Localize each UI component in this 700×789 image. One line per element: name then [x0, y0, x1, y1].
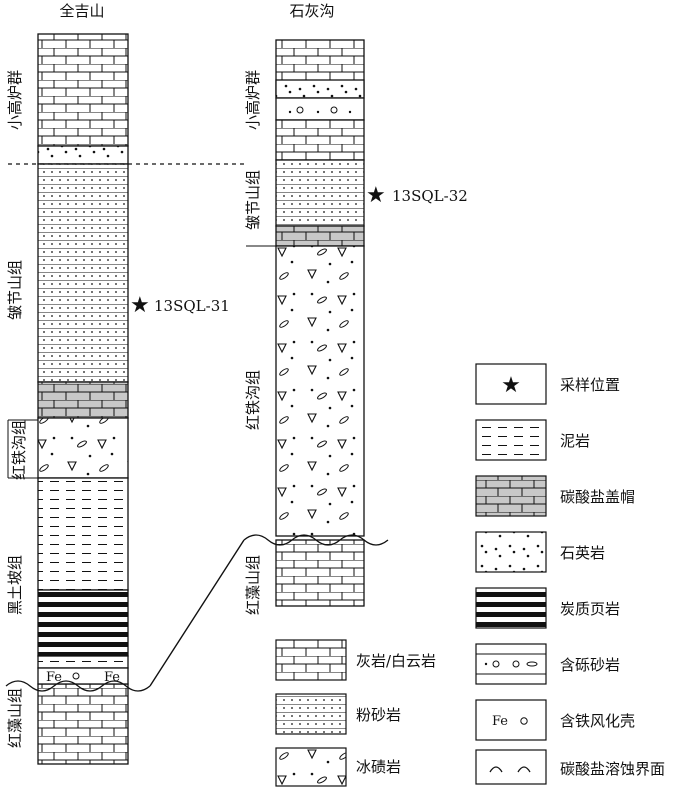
left-dissolution-surface [5, 680, 151, 692]
left-ferruginous-crust [37, 667, 129, 685]
left-formation-label-3: 黑土坡组 [6, 555, 24, 615]
right-formation-label-1: 皱节山组 [244, 170, 262, 230]
legend-box-1 [475, 419, 547, 461]
legend-label-8: 灰岩/白云岩 [356, 652, 436, 670]
right-formation-label-0: 小高炉群 [244, 70, 262, 130]
legend-box-7 [475, 749, 547, 785]
left-fe-dot-1 [72, 672, 80, 680]
left-siltstone-layer [37, 163, 129, 383]
legend-box-9 [275, 693, 347, 735]
left-sample-star-icon: ★ [130, 293, 150, 318]
legend-label-10: 冰碛岩 [356, 758, 401, 776]
correlation-line [149, 539, 245, 687]
legend-box-8 [275, 639, 347, 681]
right-formation-label-2: 红铁沟组 [244, 370, 262, 430]
legend-box-4 [475, 587, 547, 629]
left-cap-carbonate [37, 381, 129, 419]
legend-box-2 [475, 475, 547, 517]
left-fe-label-1: Fe [46, 670, 62, 685]
legend-box-0 [475, 363, 547, 405]
legend-box-6 [475, 699, 547, 741]
left-formation-label-4: 红藻山组 [6, 688, 24, 748]
left-limestone-lower [37, 683, 129, 765]
right-column-title: 石灰沟 [289, 2, 334, 20]
right-sample-label: 13SQL-32 [392, 187, 468, 205]
right-quartzite-band [275, 79, 365, 99]
legend-label-2: 碳酸盐盖帽 [560, 488, 635, 506]
right-cap-carbonate [275, 225, 365, 247]
right-pebbly-sandstone [275, 97, 365, 121]
legend-label-3: 石英岩 [560, 544, 605, 562]
right-tillite-layer [275, 245, 365, 537]
right-formation-label-3: 红藻山组 [244, 555, 262, 615]
left-formation-label-2: 红铁沟组 [10, 420, 28, 480]
right-dissolution-surface [243, 534, 389, 546]
legend-label-6: 含铁风化壳 [560, 712, 635, 730]
legend-label-1: 泥岩 [560, 432, 590, 450]
left-formation-brackets [7, 419, 38, 479]
left-tillite-layer [37, 417, 129, 479]
left-sample-label: 13SQL-31 [154, 297, 230, 315]
right-stratigraphic-column [243, 39, 389, 607]
legend-box-5 [475, 643, 547, 685]
legend-box-3 [475, 531, 547, 573]
right-limestone-middle [275, 119, 365, 161]
left-limestone-upper [37, 33, 129, 147]
right-siltstone-layer [275, 159, 365, 227]
left-mudstone-lower [37, 655, 129, 669]
left-stratigraphic-column: Fe Fe [5, 33, 151, 765]
legend-label-7: 碳酸盐溶蚀界面 [560, 760, 665, 778]
legend: ★ 采样位置 泥岩 碳酸盐盖帽 石英岩 炭质页岩 含砾砂岩 Fe 含铁风化壳 碳… [275, 363, 665, 787]
left-mudstone-layer [37, 477, 129, 591]
left-quartzite-layer [37, 145, 129, 165]
legend-fe-symbol: Fe [492, 714, 508, 729]
legend-label-4: 炭质页岩 [560, 600, 620, 618]
legend-label-9: 粉砂岩 [356, 706, 401, 724]
legend-label-5: 含砾砂岩 [560, 656, 620, 674]
left-column-title: 全吉山 [59, 2, 104, 20]
star-icon: ★ [501, 373, 521, 398]
legend-box-10 [275, 747, 347, 787]
left-formation-label-1: 皱节山组 [6, 260, 24, 320]
left-formation-label-0: 小高炉群 [6, 70, 24, 130]
right-sample-star-icon: ★ [366, 183, 386, 208]
left-carbonaceous-shale [37, 589, 129, 657]
legend-label-0: 采样位置 [560, 376, 620, 394]
right-limestone-lower [275, 539, 365, 607]
